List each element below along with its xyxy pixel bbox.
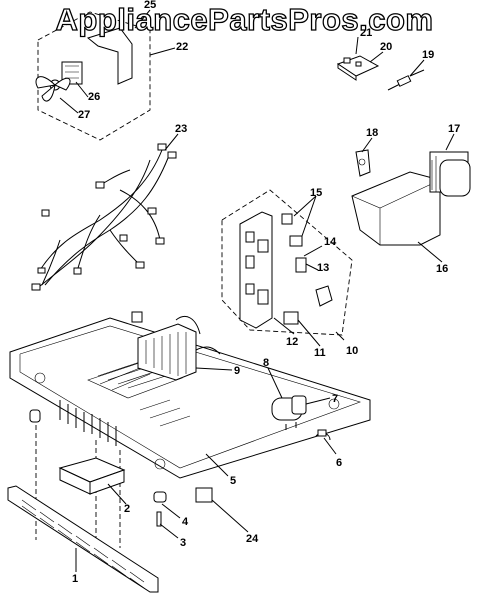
leader-lines: [59, 9, 455, 572]
callout-20: 20: [380, 41, 392, 53]
callout-15: 15: [310, 187, 322, 199]
control-board: [336, 55, 380, 81]
front-panel: [7, 485, 159, 593]
fan-motor-assembly: [35, 11, 151, 141]
watermark: AppliancePartsPros.com: [55, 1, 434, 37]
callout-21: 21: [360, 27, 372, 39]
callout-12: 12: [286, 336, 298, 348]
callout-16: 16: [436, 263, 448, 275]
callout-13: 13: [317, 262, 329, 274]
thermal-fuse: [387, 69, 425, 91]
callout-8: 8: [263, 357, 269, 369]
magnetron-waveguide: [351, 149, 471, 246]
callout-7: 7: [332, 393, 338, 405]
callout-17: 17: [448, 123, 460, 135]
callout-3: 3: [180, 537, 186, 549]
callout-labels: 1 2 3 4 5 6 7 8 9 10 11 12 13 14 15 16 1…: [72, 0, 460, 585]
callout-5: 5: [230, 475, 236, 487]
callout-25: 25: [144, 0, 156, 11]
callout-19: 19: [422, 49, 434, 61]
callout-14: 14: [324, 236, 337, 248]
callout-1: 1: [72, 573, 78, 585]
wire-harness: [31, 143, 177, 291]
callout-23: 23: [175, 123, 187, 135]
base-plate: [9, 311, 371, 479]
callout-27: 27: [78, 109, 90, 121]
callout-2: 2: [124, 503, 130, 515]
capacitor-assembly: [271, 395, 331, 441]
callout-26: 26: [88, 91, 100, 103]
callout-18: 18: [366, 127, 378, 139]
callout-10: 10: [346, 345, 358, 357]
callout-4: 4: [182, 516, 189, 528]
door-latch-assembly: [221, 189, 353, 336]
callout-24: 24: [246, 533, 259, 545]
callout-11: 11: [314, 347, 326, 359]
callout-22: 22: [176, 41, 188, 53]
callout-6: 6: [336, 457, 342, 469]
callout-9: 9: [234, 365, 240, 377]
